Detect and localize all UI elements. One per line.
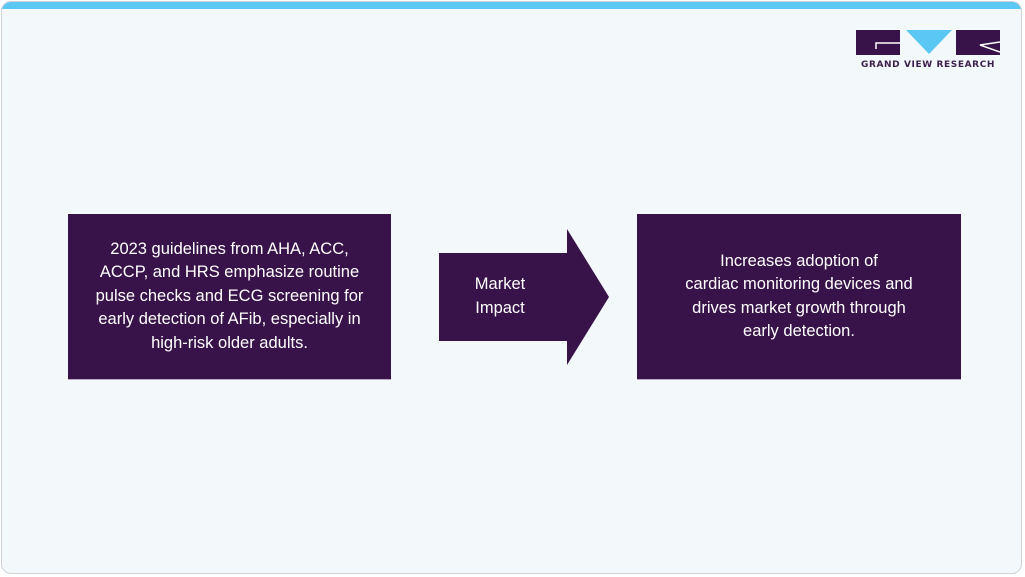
effect-box: Increases adoption of cardiac monitoring… [637, 214, 961, 380]
effect-line: Increases adoption of [720, 251, 878, 270]
right-arrow-icon [439, 229, 609, 365]
cause-line: 2023 guidelines from AHA, ACC, [110, 239, 349, 258]
market-impact-arrow: Market Impact [439, 229, 609, 365]
arrow-label: Market Impact [439, 273, 561, 320]
effect-line: cardiac monitoring devices and [685, 275, 913, 293]
effect-line: drives market growth through [692, 298, 906, 317]
gvr-logo-icon [856, 30, 1000, 55]
brand-logo: GRAND VIEW RESEARCH [856, 30, 1000, 74]
cause-line: pulse checks and ECG screening for [95, 286, 364, 305]
brand-name: GRAND VIEW RESEARCH [860, 60, 996, 70]
arrow-label-line: Market [474, 275, 526, 293]
effect-text: Increases adoption of cardiac monitoring… [685, 250, 912, 344]
cause-text: 2023 guidelines from AHA, ACC, ACCP, and… [96, 238, 364, 356]
cause-line: high-risk older adults. [151, 333, 308, 352]
effect-line: early detection. [743, 322, 855, 340]
cause-line: early detection of AFib, especially in [98, 310, 361, 329]
cause-box: 2023 guidelines from AHA, ACC, ACCP, and… [68, 214, 391, 380]
arrow-label-line: Impact [475, 298, 525, 317]
top-accent-bar [2, 2, 1021, 9]
cause-line: ACCP, and HRS emphasize routine [99, 263, 360, 282]
